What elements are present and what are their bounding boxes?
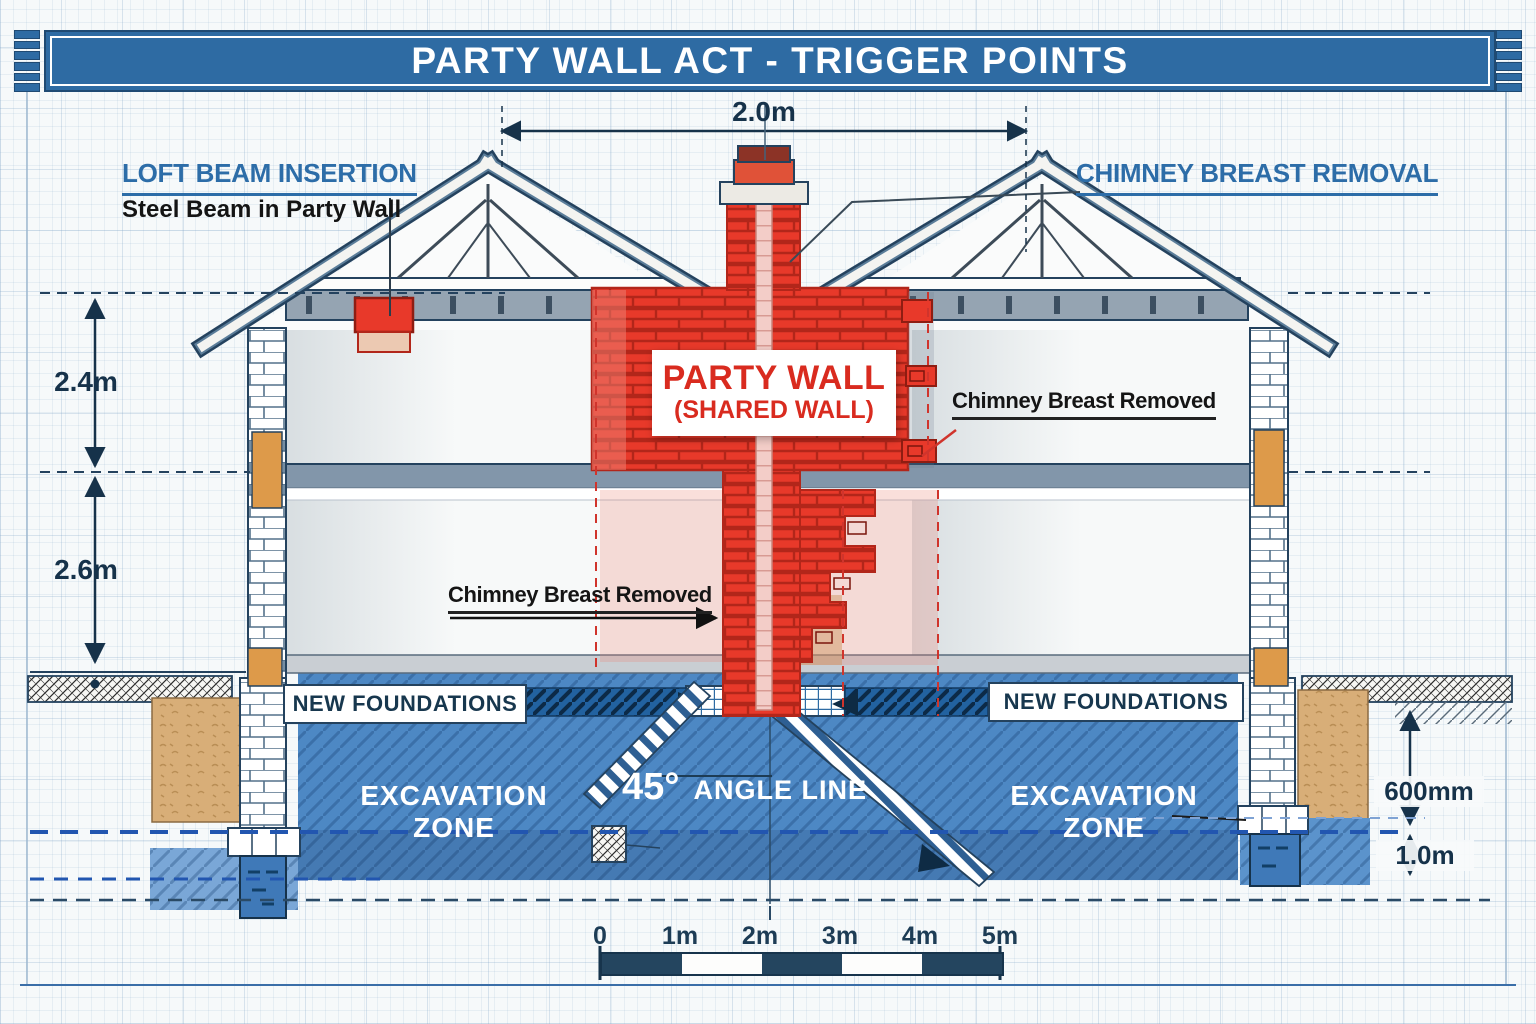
scale-tick-5m: 5m xyxy=(981,922,1019,950)
new-foundations-right-label: NEW FOUNDATIONS xyxy=(988,682,1244,722)
leader-lines xyxy=(389,191,1081,630)
new-foundations-left-label: NEW FOUNDATIONS xyxy=(283,684,527,724)
roof-trusses xyxy=(397,184,1133,280)
angle-45-lines xyxy=(582,680,996,904)
chimney-removal-title: CHIMNEY BREAST REMOVAL xyxy=(1076,158,1439,196)
party-wall-label-box: PARTY WALL (SHARED WALL) xyxy=(652,350,896,436)
scale-tick-4m: 4m xyxy=(901,922,939,950)
angle-value: 45° xyxy=(622,766,680,808)
loft-beam-annotation: LOFT BEAM INSERTION Steel Beam in Party … xyxy=(122,158,417,224)
chimney-removal-annotation: CHIMNEY BREAST REMOVAL xyxy=(1076,158,1439,196)
ground-and-soil xyxy=(27,675,1513,823)
scale-bar xyxy=(600,952,1004,976)
dim-1-0m: 1.0m xyxy=(1376,840,1474,871)
scale-tick-0: 0 xyxy=(593,922,607,950)
sheet-frame-lines xyxy=(20,90,1516,986)
dim-600mm: 600mm xyxy=(1374,776,1484,807)
chimney-removed-upper-label: Chimney Breast Removed xyxy=(952,388,1216,420)
title-banner: PARTY WALL ACT - TRIGGER POINTS xyxy=(44,30,1496,92)
banner-endcap-right xyxy=(1496,30,1522,92)
exterior-walls xyxy=(247,327,1289,687)
angle-line-label: 45° ANGLE LINE xyxy=(622,766,867,809)
loft-beam-title: LOFT BEAM INSERTION xyxy=(122,158,417,196)
excavation-zone-right-label: EXCAVATION ZONE xyxy=(1010,780,1198,843)
scale-tick-3m: 3m xyxy=(821,922,859,950)
party-wall-sublabel: (SHARED WALL) xyxy=(674,396,874,425)
foundation-piers xyxy=(227,677,1309,919)
excavation-zone-left-label: EXCAVATION ZONE xyxy=(360,780,548,843)
angle-text: ANGLE LINE xyxy=(693,775,867,805)
dim-2-0m: 2.0m xyxy=(732,96,796,127)
party-wall-label: PARTY WALL xyxy=(662,359,886,398)
loft-beam-subtitle: Steel Beam in Party Wall xyxy=(122,196,402,223)
scale-tick-2m: 2m xyxy=(741,922,779,950)
party-wall-structure xyxy=(353,145,939,717)
banner-endcap-left xyxy=(14,30,40,92)
chimney-removed-lower-label: Chimney Breast Removed xyxy=(448,582,712,614)
dim-2-6m: 2.6m xyxy=(54,554,118,585)
scale-tick-1m: 1m xyxy=(661,922,699,950)
page-title: PARTY WALL ACT - TRIGGER POINTS xyxy=(411,40,1129,81)
title-banner-inner: PARTY WALL ACT - TRIGGER POINTS xyxy=(50,36,1490,86)
dim-2-4m: 2.4m xyxy=(54,366,118,397)
